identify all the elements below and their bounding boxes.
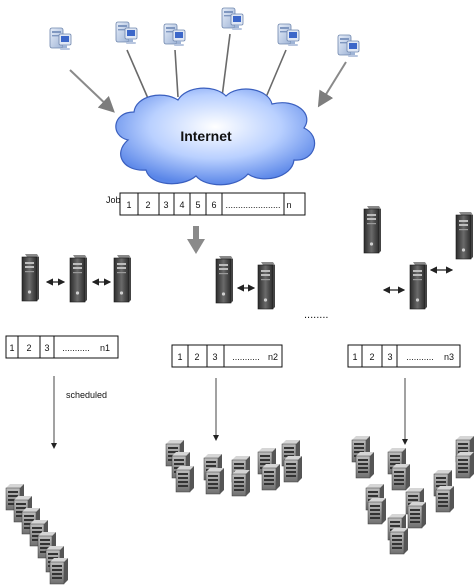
client-computer-icon (337, 34, 360, 58)
queue-right: 1 2 3 ........... n3 (347, 344, 461, 368)
dispatch-arrow (187, 226, 205, 254)
server-rack-icon (231, 469, 251, 497)
client-arrow (69, 69, 115, 113)
server-rack-icon (283, 455, 303, 483)
client-link (263, 49, 287, 103)
client-link (221, 33, 231, 98)
server-rack-icon (175, 465, 195, 493)
queue-cell: n1 (100, 343, 110, 353)
job-cell: 2 (145, 200, 150, 210)
scheduled-label: scheduled (66, 390, 107, 400)
queue-cell: ........... (232, 352, 260, 362)
queue-middle: 1 2 3 ........... n2 (171, 344, 283, 368)
tower-server-icon (409, 261, 428, 310)
server-rack-icon (407, 501, 427, 529)
server-rack-icon (367, 497, 387, 525)
client-link (174, 49, 179, 98)
tower-server-icon (215, 255, 234, 304)
tower-server-icon (69, 254, 88, 303)
server-rack-icon (391, 463, 411, 491)
tower-server-icon (257, 261, 276, 310)
tower-server-icon (21, 253, 40, 302)
server-rack-icon (205, 467, 225, 495)
queue-cell: n2 (268, 352, 278, 362)
server-rack-icon (389, 527, 409, 555)
job-label: Job (106, 195, 121, 205)
job-cell: n (286, 200, 291, 210)
job-cell: 4 (179, 200, 184, 210)
server-rack-icon (261, 463, 281, 491)
queue-left: 1 2 3 ........... n1 (5, 335, 119, 359)
queue-cell: 1 (177, 352, 182, 362)
queue-cell: 3 (387, 352, 392, 362)
job-cell: 5 (195, 200, 200, 210)
job-cell: ...................... (225, 200, 280, 210)
client-computer-icon (221, 7, 244, 31)
internet-cloud (115, 87, 316, 186)
queue-cell: n3 (444, 352, 454, 362)
cloud-label: Internet (180, 128, 232, 144)
client-computer-icon (115, 21, 138, 45)
server-rack-icon (49, 557, 69, 585)
separator-dots: ........ (304, 309, 328, 321)
queue-cell: 3 (44, 343, 49, 353)
queue-cell: 1 (352, 352, 357, 362)
client-computer-icon (163, 23, 186, 47)
tower-server-icon (455, 211, 474, 260)
queue-cell: 2 (26, 343, 31, 353)
client-computer-icon (277, 23, 300, 47)
queue-cell: ........... (406, 352, 434, 362)
queue-cell: 3 (212, 352, 217, 362)
job-cell: 3 (163, 200, 168, 210)
queue-cell: 2 (369, 352, 374, 362)
queue-cell: 2 (194, 352, 199, 362)
queue-cell: ........... (62, 343, 90, 353)
queue-cell: 1 (9, 343, 14, 353)
server-rack-icon (455, 451, 475, 479)
job-cell: 1 (126, 200, 131, 210)
client-link (126, 49, 151, 104)
client-computer-icon (49, 27, 72, 51)
job-queue: 1 2 3 4 5 6 ...................... n (119, 192, 306, 216)
client-arrow (317, 61, 347, 108)
tower-server-icon (113, 254, 132, 303)
server-rack-icon (355, 451, 375, 479)
tower-server-icon (363, 205, 382, 254)
server-rack-icon (435, 485, 455, 513)
job-cell: 6 (211, 200, 216, 210)
